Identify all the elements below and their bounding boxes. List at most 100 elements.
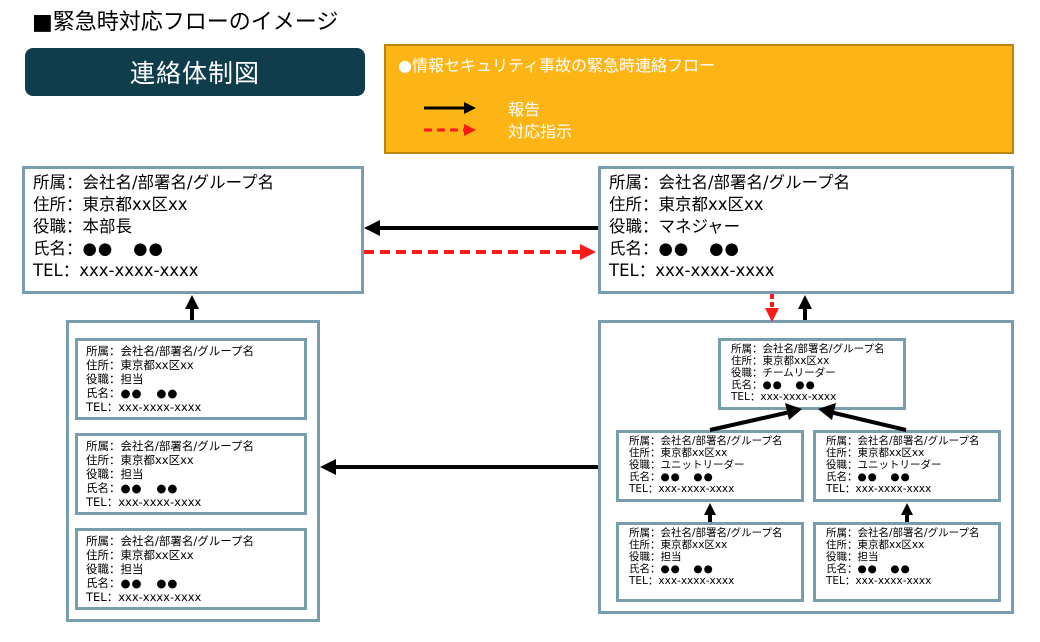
name-value-b: ●● xyxy=(890,563,911,575)
name-value-a: ●● xyxy=(660,471,681,483)
address-value: 東京都xx区xx xyxy=(762,355,830,367)
report-arrowhead-left-group-to-hq xyxy=(185,295,199,309)
name-value-a: ●● xyxy=(82,239,114,258)
affiliation-value: 会社名/部署名/グループ名 xyxy=(82,173,275,192)
position-value: 担当 xyxy=(120,467,144,481)
name-value-b: ●● xyxy=(693,471,714,483)
name-label: 氏名： xyxy=(86,481,121,495)
contact-card-left-staff-2: 所属：会社名/部署名/グループ名 住所：東京都xx区xx 役職：担当 氏名：●●… xyxy=(75,433,307,515)
contact-card-right-staff-2: 所属：会社名/部署名/グループ名 住所：東京都xx区xx 役職：担当 氏名：●●… xyxy=(813,522,1001,602)
tel-label: TEL： xyxy=(609,261,656,280)
report-arrowhead-staff-1-to-unit-1 xyxy=(704,503,716,515)
address-value: 東京都xx区xx xyxy=(660,539,728,551)
position-value: 担当 xyxy=(120,372,144,386)
tel-label: TEL： xyxy=(826,575,856,587)
name-value-a: ●● xyxy=(857,563,878,575)
address-value: 東京都xx区xx xyxy=(658,195,764,214)
name-label: 氏名： xyxy=(826,563,858,575)
position-value: 担当 xyxy=(660,551,682,563)
affiliation-value: 会社名/部署名/グループ名 xyxy=(120,534,255,548)
name-label: 氏名： xyxy=(629,563,661,575)
report-arrowhead-unit-2-to-team-leader xyxy=(818,403,836,420)
position-label: 役職： xyxy=(33,217,83,236)
legend-report-label: 報告 xyxy=(508,100,541,119)
report-arrowhead-unit-1-to-team-leader xyxy=(785,403,802,420)
affiliation-label: 所属： xyxy=(826,435,858,447)
name-value-a: ●● xyxy=(660,563,681,575)
address-value: 東京都xx区xx xyxy=(120,453,194,467)
tel-value: xxx-xxxx-xxxx xyxy=(760,391,837,403)
name-value-b: ●● xyxy=(795,379,816,391)
position-value: マネジャー xyxy=(658,217,741,236)
affiliation-label: 所属： xyxy=(826,527,858,539)
legend-heading: ●情報セキュリティ事故の緊急時連絡フロー xyxy=(398,56,716,75)
position-value: 担当 xyxy=(857,551,879,563)
name-value-a: ●● xyxy=(857,471,878,483)
affiliation-value: 会社名/部署名/グループ名 xyxy=(120,344,255,358)
contact-card-hq: 所属：会社名/部署名/グループ名 住所：東京都xx区xx 役職：本部長 氏名：●… xyxy=(22,166,364,294)
tel-value: xxx-xxxx-xxxx xyxy=(118,590,202,604)
address-value: 東京都xx区xx xyxy=(120,548,194,562)
name-label: 氏名： xyxy=(731,379,763,391)
affiliation-value: 会社名/部署名/グループ名 xyxy=(857,527,980,539)
name-value-b: ●● xyxy=(709,239,740,258)
legend-instruction-label: 対応指示 xyxy=(508,122,573,141)
tel-value: xxx-xxxx-xxxx xyxy=(658,575,735,587)
name-label: 氏名： xyxy=(629,471,661,483)
name-value-a: ●● xyxy=(120,481,143,495)
address-label: 住所： xyxy=(826,447,858,459)
position-value: 担当 xyxy=(120,562,144,576)
position-label: 役職： xyxy=(86,562,121,576)
position-label: 役職： xyxy=(731,367,763,379)
name-value-b: ●● xyxy=(890,471,911,483)
name-value-b: ●● xyxy=(156,481,179,495)
name-label: 氏名： xyxy=(609,239,659,258)
legend-arrows xyxy=(424,102,476,136)
tel-label: TEL： xyxy=(826,483,856,495)
name-value-b: ●● xyxy=(156,576,179,590)
legend-report-arrowhead xyxy=(464,102,476,114)
report-arrow-unit-1-to-team-leader xyxy=(709,410,791,432)
affiliation-label: 所属： xyxy=(33,173,83,192)
tel-value: xxx-xxxx-xxxx xyxy=(118,400,202,414)
name-value-a: ●● xyxy=(658,239,690,258)
report-arrow-unit-2-to-team-leader xyxy=(829,410,907,432)
address-label: 住所： xyxy=(629,539,661,551)
tel-label: TEL： xyxy=(731,391,761,403)
affiliation-label: 所属： xyxy=(86,439,121,453)
address-value: 東京都xx区xx xyxy=(660,447,728,459)
report-arrowhead-staff-2-to-unit-2 xyxy=(901,503,913,515)
address-value: 東京都xx区xx xyxy=(82,195,188,214)
tel-label: TEL： xyxy=(629,483,659,495)
instruction-arrowhead-manager-to-right-group xyxy=(765,308,779,322)
report-arrowhead-manager-to-hq xyxy=(364,220,380,236)
name-value-b: ●● xyxy=(693,563,714,575)
position-label: 役職： xyxy=(826,551,858,563)
position-value: 本部長 xyxy=(82,217,133,236)
contact-card-left-staff-3: 所属：会社名/部署名/グループ名 住所：東京都xx区xx 役職：担当 氏名：●●… xyxy=(75,528,307,610)
name-label: 氏名： xyxy=(86,386,121,400)
affiliation-label: 所属： xyxy=(86,344,121,358)
legend-box: ●情報セキュリティ事故の緊急時連絡フロー 報告 対応指示 xyxy=(384,44,1014,154)
tel-value: xxx-xxxx-xxxx xyxy=(658,483,735,495)
tel-label: TEL： xyxy=(86,400,119,414)
affiliation-value: 会社名/部署名/グループ名 xyxy=(762,343,885,355)
name-label: 氏名： xyxy=(826,471,858,483)
address-label: 住所： xyxy=(33,195,83,214)
tel-label: TEL： xyxy=(86,495,119,509)
affiliation-label: 所属： xyxy=(86,534,121,548)
position-label: 役職： xyxy=(86,372,121,386)
affiliation-label: 所属： xyxy=(731,343,763,355)
position-label: 役職： xyxy=(609,217,659,236)
tel-value: xxx-xxxx-xxxx xyxy=(855,575,932,587)
address-label: 住所： xyxy=(86,453,121,467)
tel-value: xxx-xxxx-xxxx xyxy=(855,483,932,495)
report-arrowhead-right-group-to-manager xyxy=(798,295,812,309)
name-label: 氏名： xyxy=(86,576,121,590)
contact-card-unit-leader-1: 所属：会社名/部署名/グループ名 住所：東京都xx区xx 役職：ユニットリーダー… xyxy=(616,430,804,502)
address-label: 住所： xyxy=(86,358,121,372)
contact-card-left-staff-1: 所属：会社名/部署名/グループ名 住所：東京都xx区xx 役職：担当 氏名：●●… xyxy=(75,338,307,420)
position-label: 役職： xyxy=(86,467,121,481)
position-label: 役職： xyxy=(629,551,661,563)
